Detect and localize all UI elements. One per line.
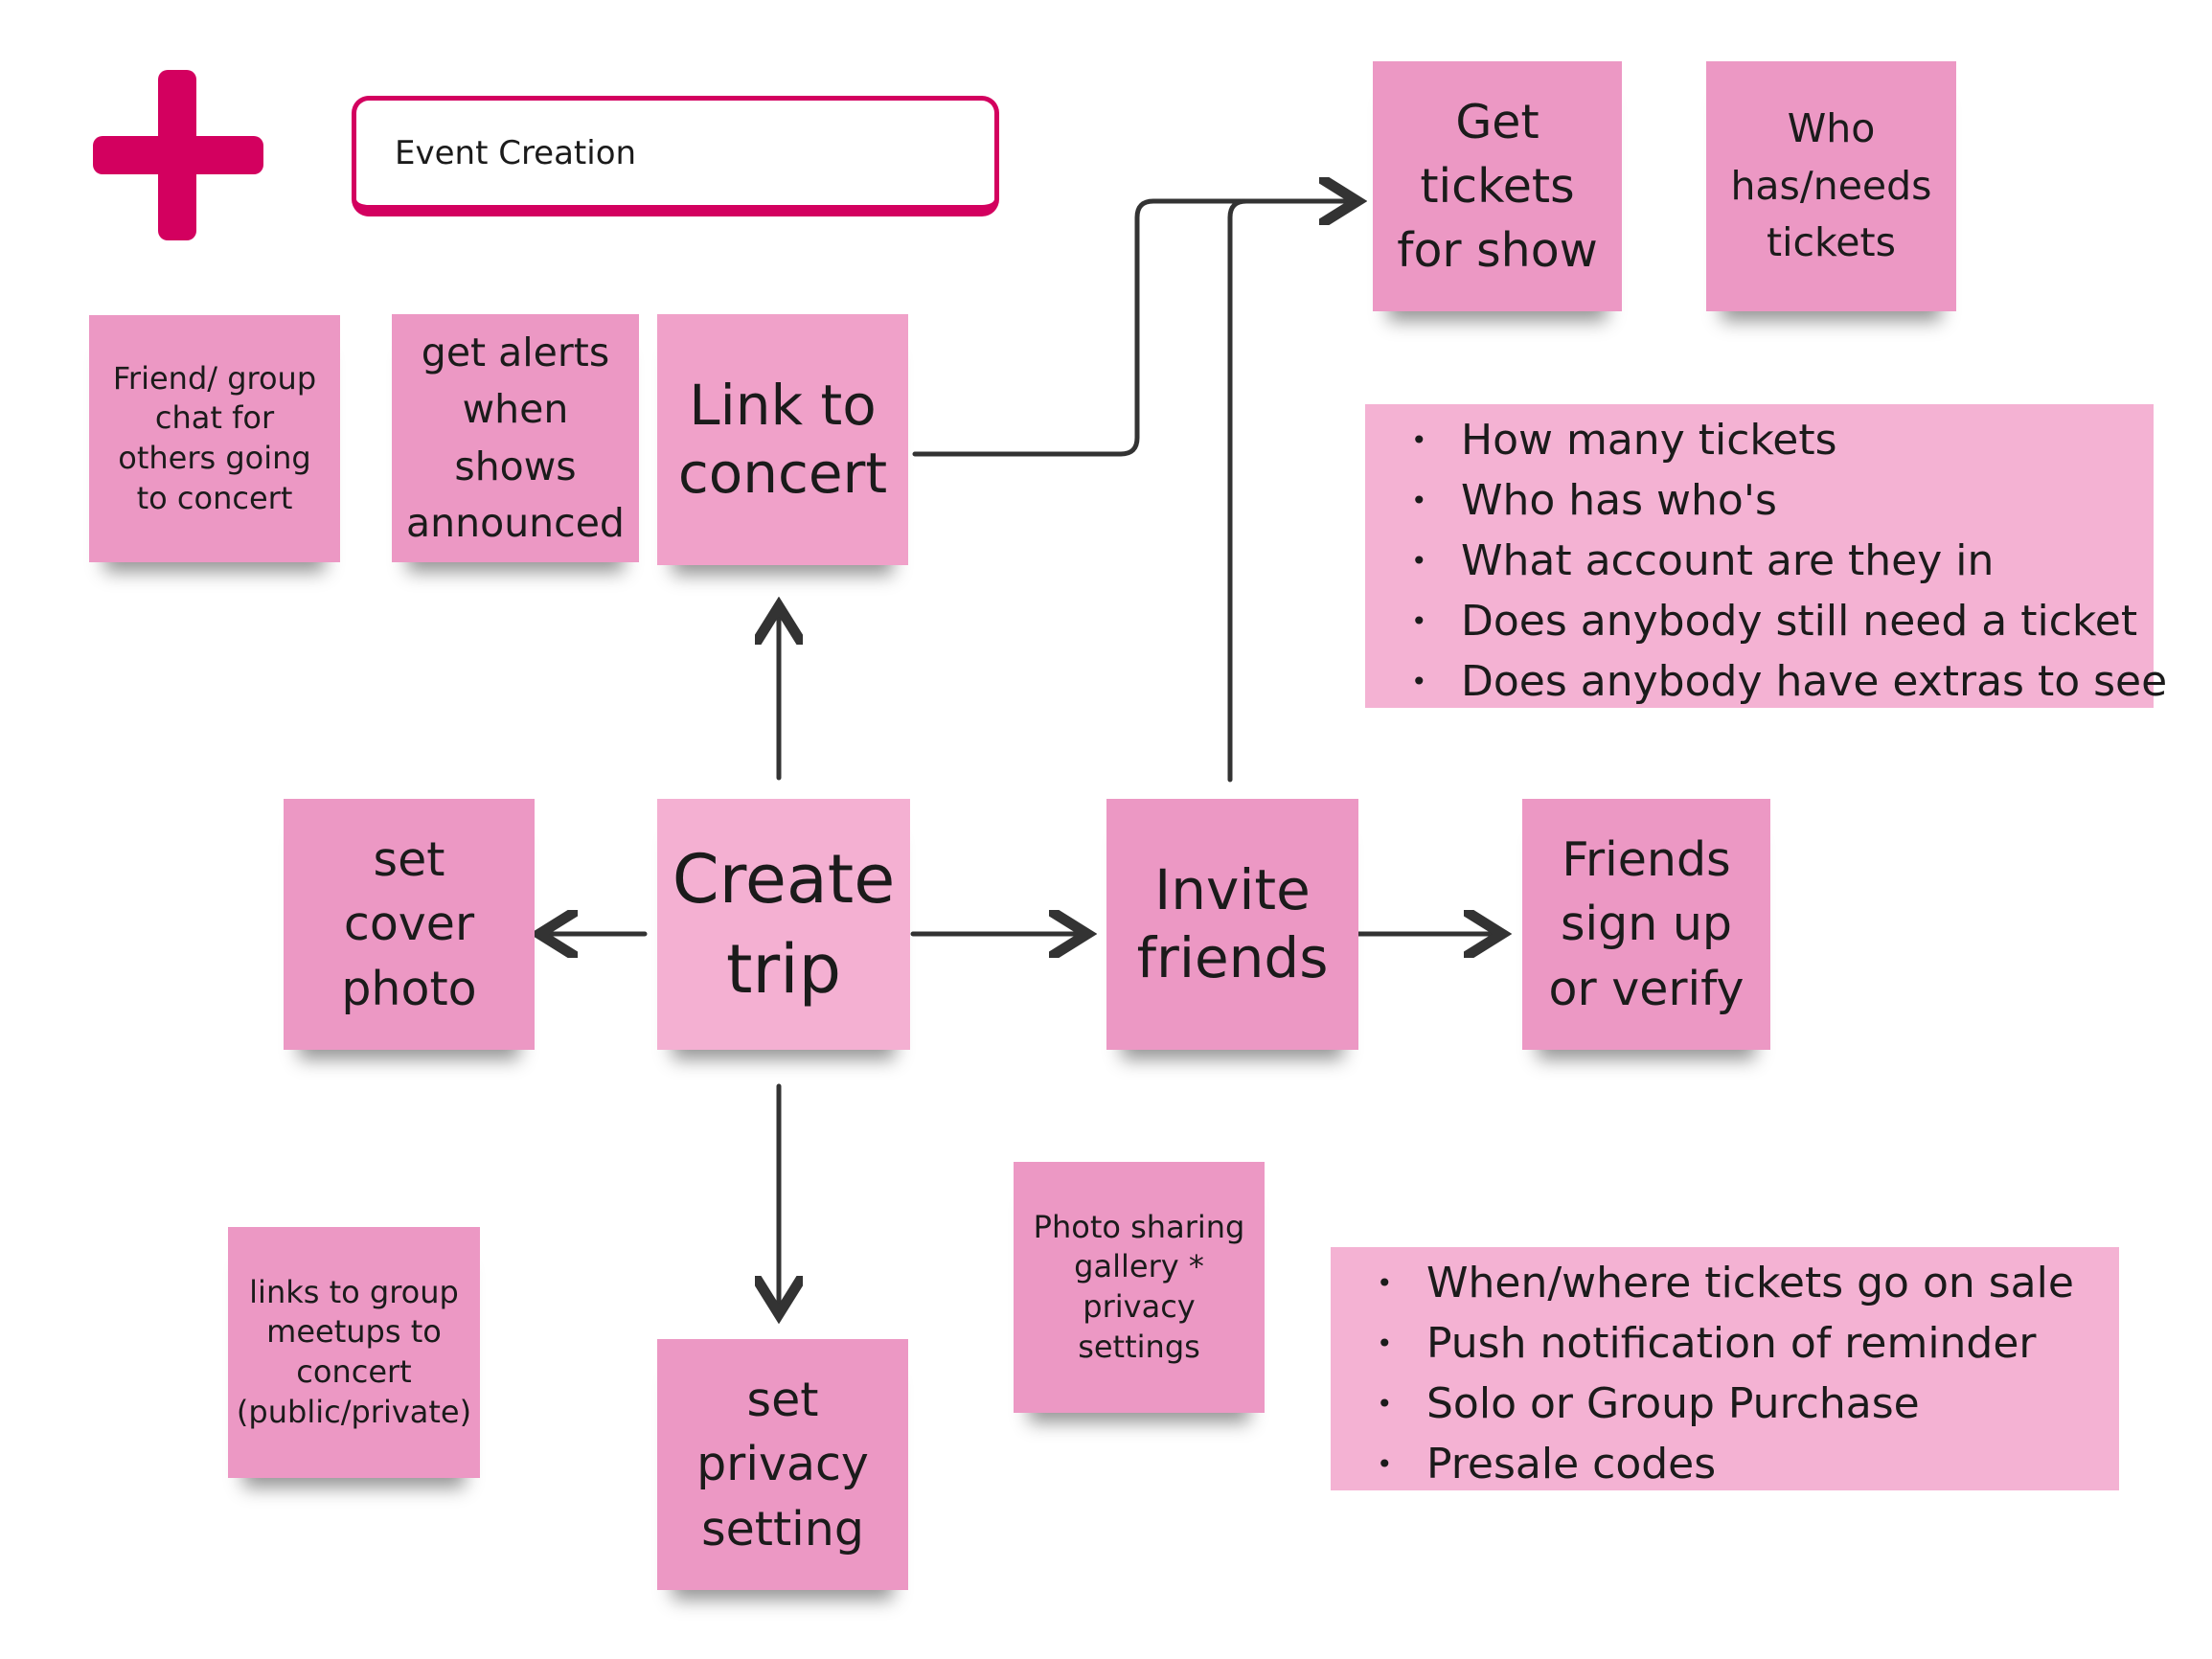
sticky-text: gallery * [1074,1248,1204,1285]
ticket-questions-box[interactable]: How many tickets Who has who's What acco… [1365,404,2167,712]
sticky-text: when [462,386,569,433]
list-item: Does anybody have extras to see [1411,651,2167,712]
sticky-get-tickets[interactable]: Get tickets for show [1373,61,1622,311]
sticky-text: tickets [1767,219,1896,266]
arrow-link-to-tickets [912,201,1353,457]
sticky-set-cover-photo[interactable]: set cover photo [284,799,535,1050]
sticky-text: photo [341,961,477,1016]
sticky-text: privacy [696,1437,869,1492]
sticky-text: for show [1397,223,1598,279]
sticky-text: get alerts [421,329,610,375]
sticky-text: Link to [689,373,877,439]
sale-info-list: When/where tickets go on sale Push notif… [1377,1253,2119,1494]
sticky-link-to-concert[interactable]: Link to concert [657,314,908,565]
sticky-text: settings [1078,1328,1200,1365]
frame-title[interactable]: Event Creation [352,96,999,216]
sale-info-box[interactable]: When/where tickets go on sale Push notif… [1331,1247,2119,1494]
sticky-text: friends [1136,925,1329,990]
sticky-text: tickets [1420,158,1575,214]
sticky-text: concert [296,1353,412,1390]
sticky-text: Friend/ group [112,359,317,397]
sticky-create-trip[interactable]: Create trip [657,799,910,1050]
ticket-questions-list: How many tickets Who has who's What acco… [1411,410,2167,712]
sticky-text: privacy [1083,1288,1196,1325]
sticky-text: or verify [1548,961,1745,1016]
sticky-set-privacy-setting[interactable]: set privacy setting [657,1339,908,1590]
sticky-friend-group-chat[interactable]: Friend/ group chat for others going to c… [89,315,340,562]
sticky-text: sign up [1560,897,1733,952]
sticky-text: chat for [154,399,275,437]
sticky-text: links to group [249,1273,459,1310]
list-item: Who has who's [1411,470,2154,531]
sticky-text: shows [454,443,577,489]
list-item: How many tickets [1411,410,2154,470]
list-item: Does anybody still need a ticket [1411,591,2154,651]
sticky-text: set [373,832,445,888]
sticky-links-group-meetups[interactable]: links to group meetups to concert (publi… [228,1227,480,1478]
sticky-text: Friends [1562,832,1731,888]
sticky-text: trip [725,930,842,1009]
sticky-text: (public/private) [236,1393,472,1430]
sticky-text: meetups to [266,1313,442,1351]
sticky-text: Who [1787,105,1876,152]
arrow-invite-to-tickets [1227,198,1339,783]
list-item: When/where tickets go on sale [1377,1253,2119,1313]
list-item: Presale codes [1377,1434,2119,1494]
sticky-text: Invite [1154,857,1311,923]
sticky-text: Create [672,839,896,919]
sticky-text: concert [677,441,888,506]
sticky-friends-sign-up[interactable]: Friends sign up or verify [1522,799,1770,1050]
sticky-invite-friends[interactable]: Invite friends [1106,799,1358,1050]
sticky-text: setting [701,1501,864,1557]
sticky-who-has-tickets[interactable]: Who has/needs tickets [1706,61,1956,311]
sticky-text: has/needs [1730,162,1932,209]
sticky-text: others going [118,440,311,476]
sticky-text: announced [406,499,625,546]
list-item: What account are they in [1411,531,2154,591]
sticky-text: Get [1455,94,1539,149]
sticky-get-alerts[interactable]: get alerts when shows announced [392,314,639,562]
sticky-text: Photo sharing [1033,1208,1245,1245]
sticky-photo-sharing[interactable]: Photo sharing gallery * privacy settings [1014,1162,1265,1413]
list-item: Push notification of reminder [1377,1313,2119,1374]
sticky-text: cover [343,897,475,952]
plus-icon[interactable] [93,70,263,240]
sticky-text: to concert [136,479,293,516]
frame-title-text: Event Creation [395,133,637,172]
list-item: Solo or Group Purchase [1377,1374,2119,1434]
sticky-text: set [746,1373,819,1428]
